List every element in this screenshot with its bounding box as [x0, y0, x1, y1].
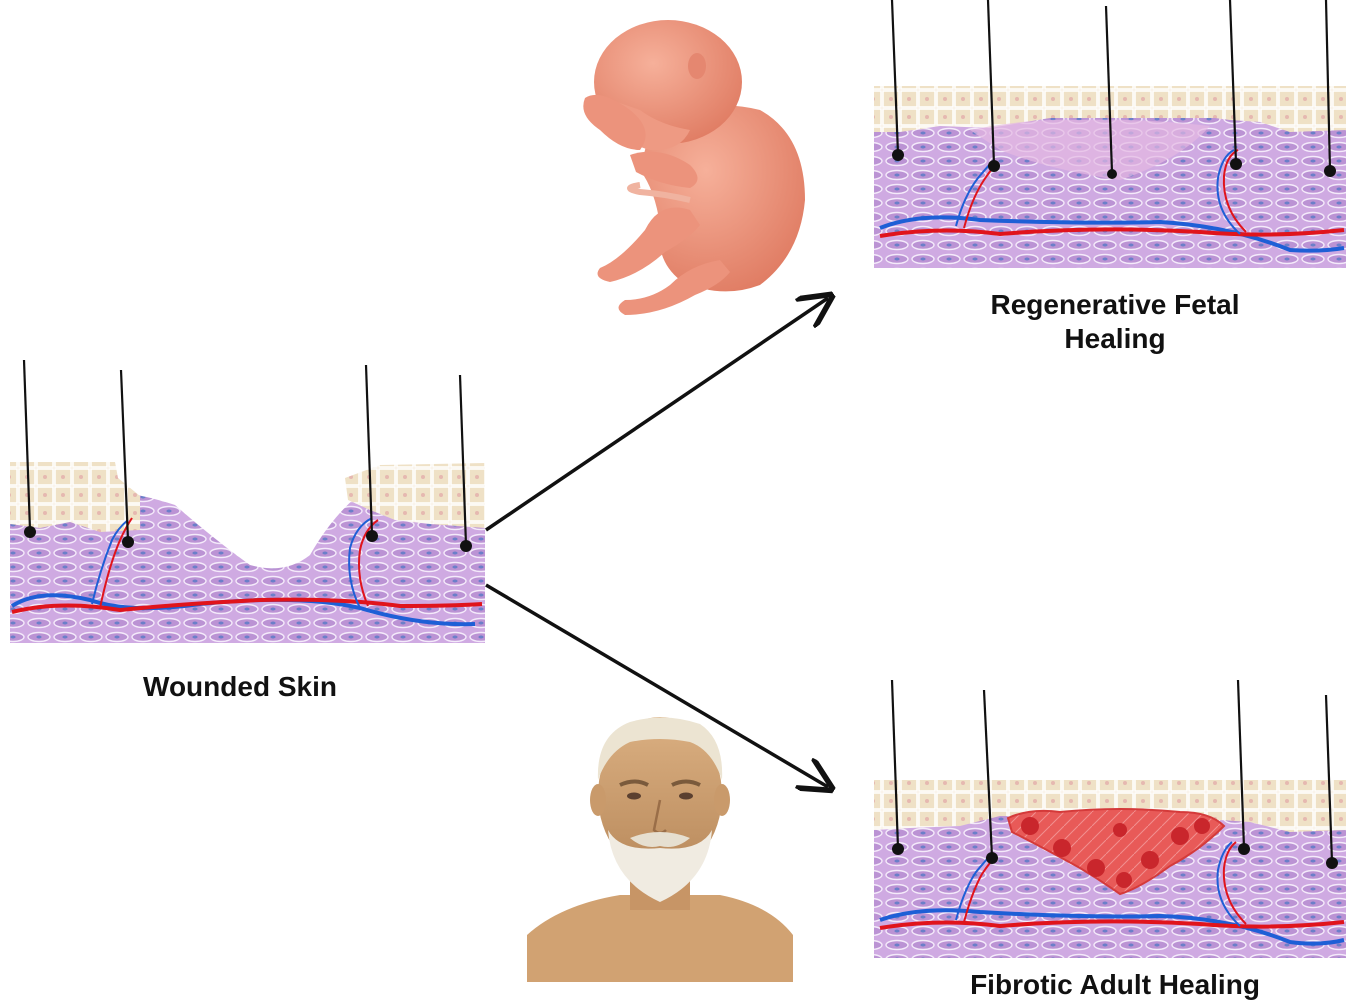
elderly-man-portrait: [527, 717, 793, 982]
fetal-healing-label: Regenerative Fetal Healing: [930, 288, 1300, 356]
adult-healing-label: Fibrotic Adult Healing: [915, 968, 1315, 1002]
adult-healing-label-text: Fibrotic Adult Healing: [915, 968, 1315, 1002]
wounded-skin-label: Wounded Skin: [90, 670, 390, 704]
wounded-skin-label-text: Wounded Skin: [90, 670, 390, 704]
fetal-healing-panel: [874, 0, 1346, 268]
fetal-healing-label-line1: Regenerative Fetal: [930, 288, 1300, 322]
arrow-right-up-icon: [486, 298, 828, 530]
adult-healing-panel: [874, 680, 1346, 958]
fetus-illustration: [583, 20, 805, 315]
wounded-skin-panel: [10, 360, 485, 643]
fetal-healing-label-line2: Healing: [930, 322, 1300, 356]
